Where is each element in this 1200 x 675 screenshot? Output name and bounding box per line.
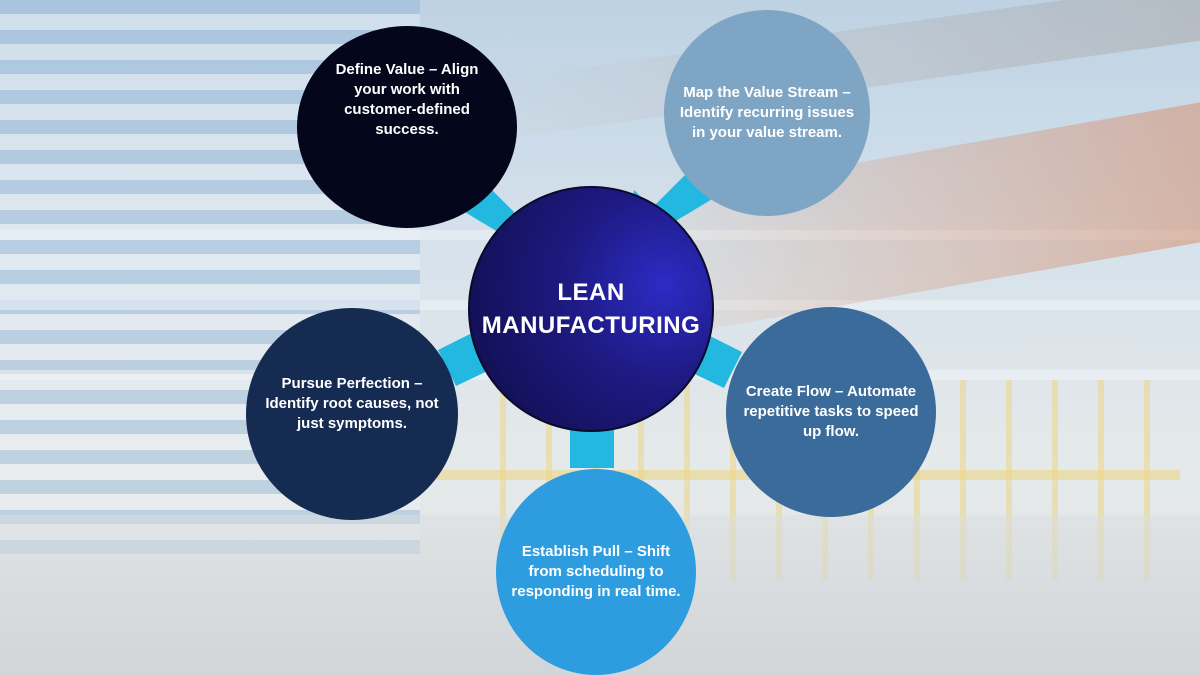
establish-pull-circle: Establish Pull – Shift from scheduling t… (496, 469, 696, 675)
hub-title-line2: MANUFACTURING (481, 312, 701, 339)
define-value-text: Define Value – Align your work with cust… (335, 60, 479, 138)
define-value-circle: Define Value – Align your work with cust… (297, 26, 517, 228)
map-value-stream-text: Map the Value Stream – Identify recurrin… (679, 84, 855, 141)
pursue-perfection-text: Pursue Perfection – Identify root causes… (265, 375, 439, 432)
lean-manufacturing-hub: LEAN MANUFACTURING (468, 186, 714, 432)
pursue-perfection-circle: Pursue Perfection – Identify root causes… (246, 308, 458, 520)
establish-pull-text: Establish Pull – Shift from scheduling t… (511, 543, 681, 600)
map-value-stream-circle: Map the Value Stream – Identify recurrin… (664, 10, 870, 216)
create-flow-circle: Create Flow – Automate repetitive tasks … (726, 307, 936, 517)
create-flow-text: Create Flow – Automate repetitive tasks … (743, 383, 919, 440)
hub-title-line1: LEAN (557, 279, 625, 306)
